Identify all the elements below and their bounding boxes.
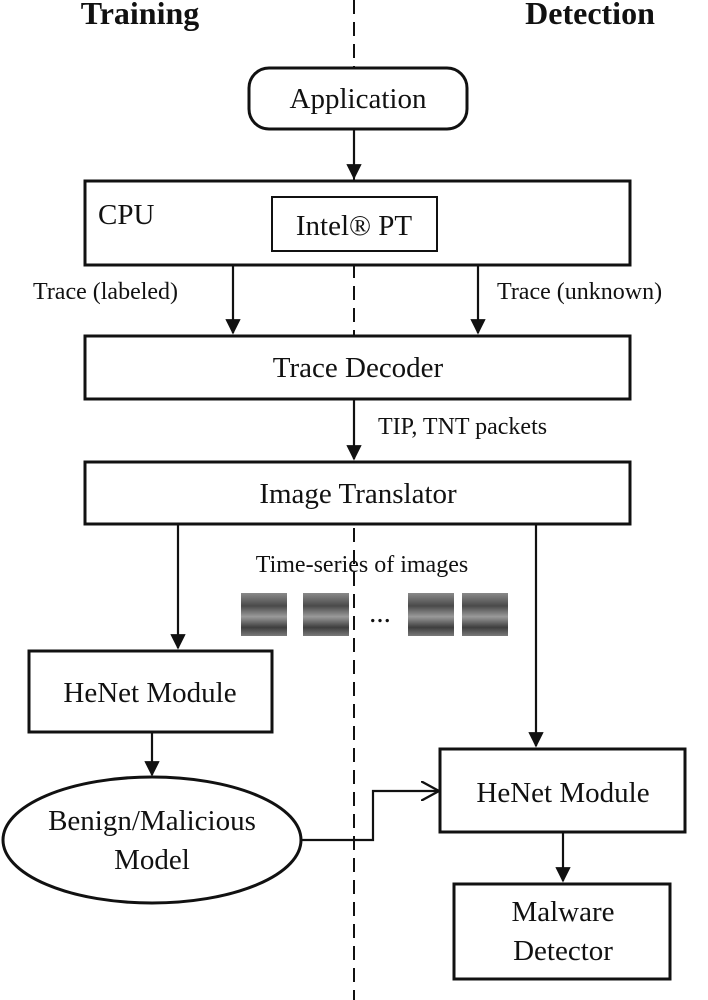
image-translator-node xyxy=(83,460,632,526)
cpu-label: CPU xyxy=(98,199,154,231)
malware-detector-label-line2: Detector xyxy=(513,935,613,967)
benign-malicious-label-line1: Benign/Malicious xyxy=(48,805,256,837)
henet-detection-node xyxy=(438,747,687,834)
malware-detector-label-line1: Malware xyxy=(511,896,614,928)
benign-malicious-model-node xyxy=(1,775,303,905)
intel-pt-label: Intel® PT xyxy=(296,210,413,242)
arrow-model-to-henet-detection xyxy=(301,791,439,842)
malware-detector-node xyxy=(452,882,672,981)
trace-decoder-label: Trace Decoder xyxy=(273,352,444,384)
ellipsis-label: ... xyxy=(369,597,391,629)
benign-malicious-label-line2: Model xyxy=(114,844,190,876)
image-translator-label: Image Translator xyxy=(259,478,457,510)
image-thumbnail xyxy=(462,593,508,636)
tip-tnt-label: TIP, TNT packets xyxy=(378,414,547,440)
trace-unknown-label: Trace (unknown) xyxy=(497,279,662,305)
image-thumbnail xyxy=(241,593,287,636)
application-node xyxy=(247,66,469,131)
henet-training-node xyxy=(27,649,274,734)
time-series-images xyxy=(241,593,508,636)
intel-pt-node xyxy=(271,196,438,252)
image-thumbnail xyxy=(303,593,349,636)
detection-header: Detection xyxy=(525,0,655,31)
training-header: Training xyxy=(81,0,200,31)
application-label: Application xyxy=(290,83,427,115)
time-series-label: Time-series of images xyxy=(256,552,468,578)
image-thumbnail xyxy=(408,593,454,636)
henet-training-label: HeNet Module xyxy=(63,677,236,709)
trace-decoder-node xyxy=(83,334,632,401)
trace-labeled-label: Trace (labeled) xyxy=(33,279,178,305)
henet-detection-label: HeNet Module xyxy=(476,777,649,809)
